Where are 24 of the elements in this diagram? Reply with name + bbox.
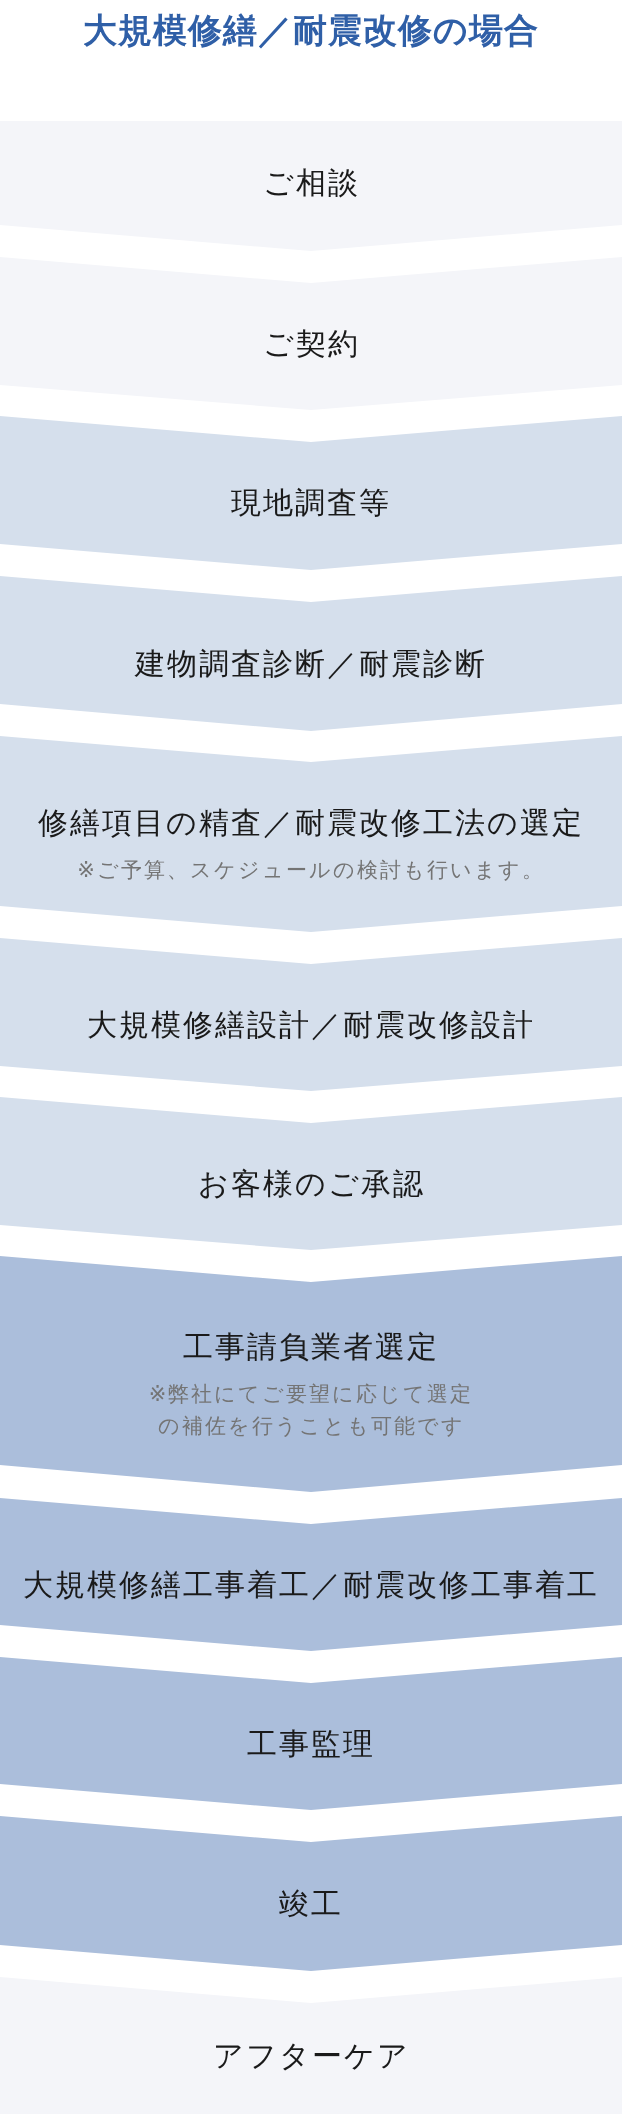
chevron-band xyxy=(0,1816,622,1971)
step-label: ご相談 xyxy=(262,164,360,202)
chevron-band xyxy=(0,1256,622,1492)
step-label: アフターケア xyxy=(212,2036,410,2075)
step-label: 現地調査等 xyxy=(231,484,391,522)
step-note: ※弊社にてご要望に応じて選定の補佐を行うことも可能です xyxy=(147,1381,475,1440)
step-note: ※ご予算、スケジュールの検討も行います。 xyxy=(77,857,545,884)
step-label: お客様のご承認 xyxy=(197,1164,425,1203)
step-label: 大規模修繕工事着工／耐震改修工事着工 xyxy=(23,1565,599,1604)
step-label: 建物調査診断／耐震診断 xyxy=(135,644,487,683)
chevron-band xyxy=(0,1498,622,1651)
chevron-band xyxy=(0,416,622,570)
step-label: 工事請負業者選定 xyxy=(183,1328,439,1366)
chevron-band xyxy=(0,736,622,932)
chevron-band xyxy=(0,1097,622,1250)
step-label: 竣工 xyxy=(279,1884,343,1923)
step-label: 修繕項目の精査／耐震改修工法の選定 xyxy=(38,804,584,842)
chevron-band xyxy=(0,938,622,1091)
chevron-band xyxy=(0,576,622,731)
chevron-band xyxy=(0,1657,622,1810)
step-label: 大規模修繕設計／耐震改修設計 xyxy=(87,1005,535,1044)
title: 大規模修繕／耐震改修の場合 xyxy=(83,9,539,52)
step-label: ご契約 xyxy=(262,324,360,363)
step-label: 工事監理 xyxy=(247,1724,375,1763)
